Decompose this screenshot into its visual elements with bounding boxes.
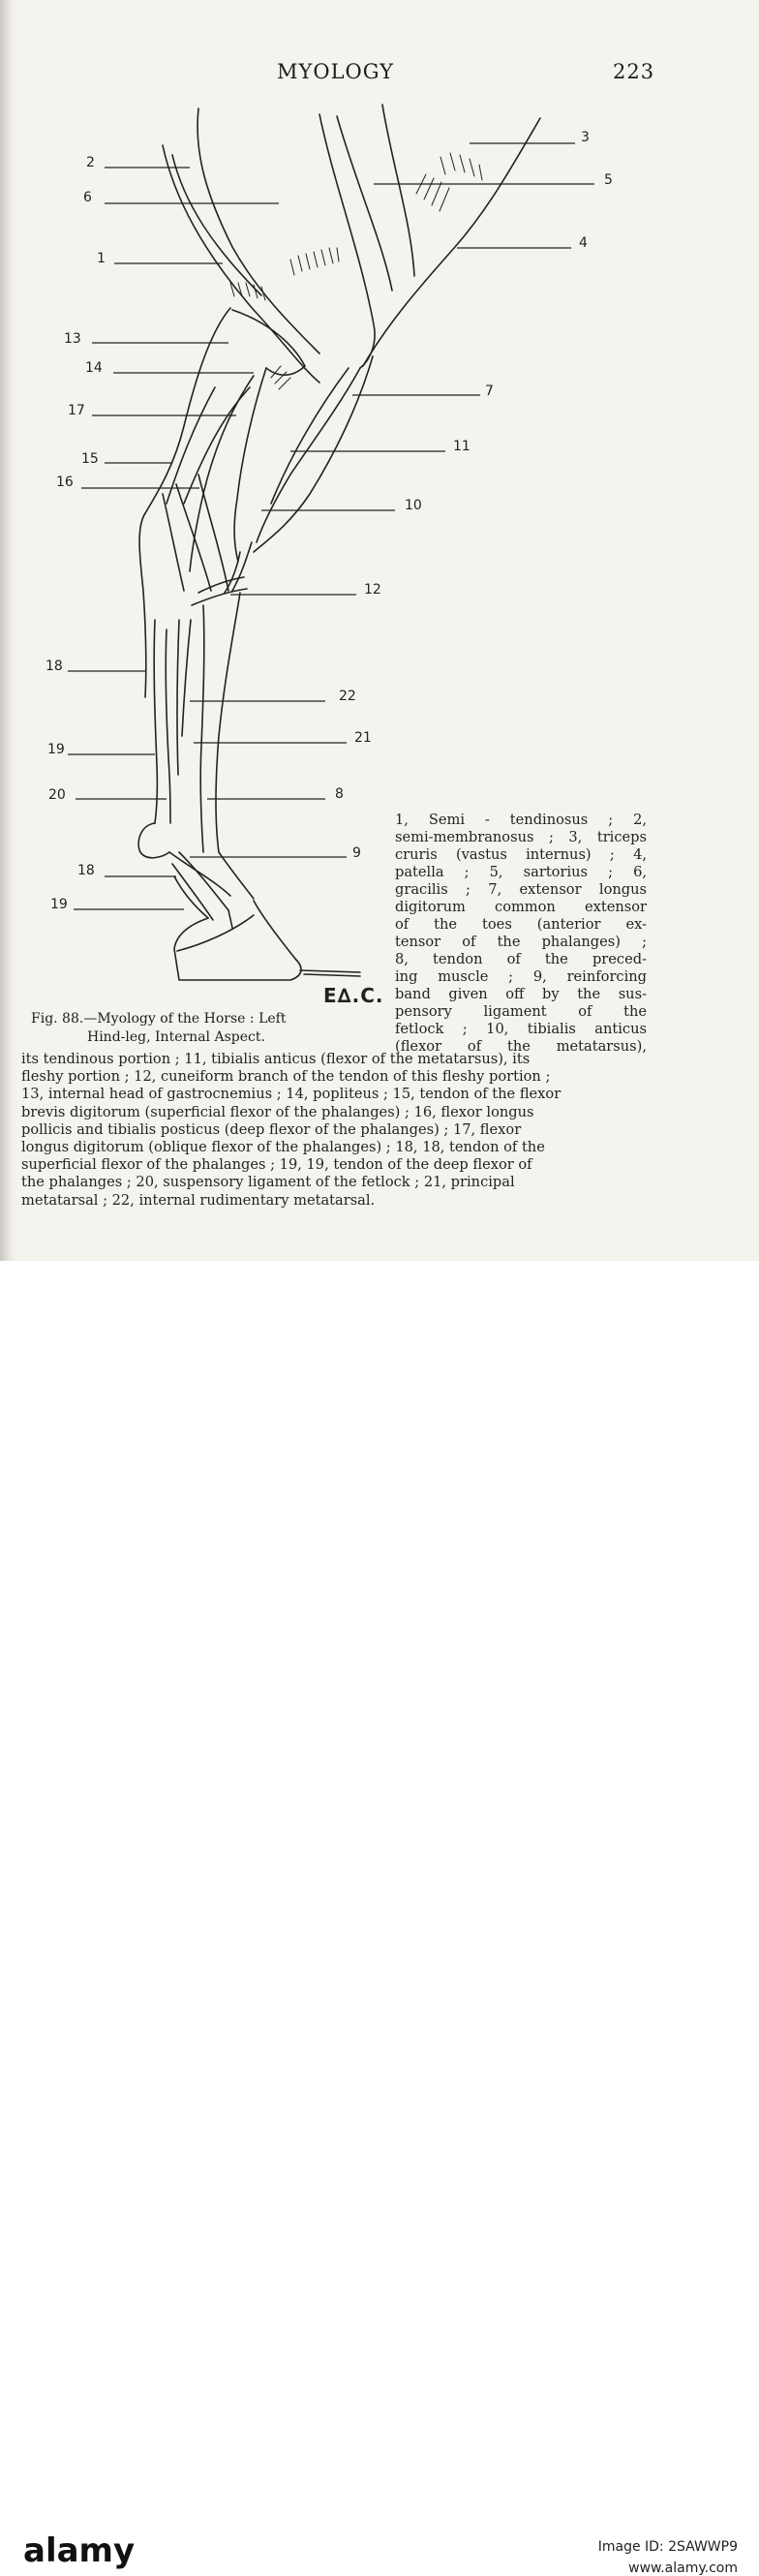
stock-site-link[interactable]: www.alamy.com	[628, 2561, 738, 2576]
legend-line: of the toes (anterior ex-	[395, 916, 647, 933]
semimembranosus-strip	[162, 144, 320, 383]
figure-label: 4	[579, 235, 588, 251]
legend-line: superficial flexor of the phalanges ; 19…	[21, 1156, 532, 1174]
legend-line: (flexor of the metatarsus),	[395, 1038, 647, 1055]
gastrocnemius-outline	[144, 307, 231, 514]
figure-label: 19	[50, 897, 68, 912]
figure-label: 10	[405, 498, 422, 513]
legend-line: patella ; 5, sartorius ; 6,	[395, 864, 647, 880]
front-thigh-outline	[362, 117, 541, 367]
flexor-tendon-rear	[153, 619, 159, 824]
caption-line: Hind-leg, Internal Aspect.	[87, 1029, 265, 1045]
figure-label: 2	[86, 155, 95, 170]
figure-label: 17	[68, 403, 85, 418]
page-gutter-shadow	[0, 0, 15, 1261]
tibialis-anticus-outline	[256, 367, 361, 543]
caption-line: Fig. 88.—Myology of the Horse : Left	[31, 1011, 287, 1027]
hock-point-outline	[138, 512, 147, 698]
figure-label: 3	[581, 130, 590, 145]
legend-line: ing muscle ; 9, reinforcing	[395, 968, 647, 985]
sartorius-outline	[381, 104, 415, 277]
running-header-title: MYOLOGY	[277, 60, 395, 83]
legend-line: pensory ligament of the	[395, 1003, 647, 1020]
legend-line: brevis digitorum (superficial flexor of …	[21, 1103, 534, 1120]
figure-label: 21	[354, 730, 372, 746]
legend-line: digitorum common extensor	[395, 899, 647, 915]
figure-label: 12	[364, 582, 381, 598]
legend-line: gracilis ; 7, extensor longus	[395, 881, 647, 898]
figure-caption: Fig. 88.—Myology of the Horse : Left Hin…	[31, 1010, 389, 1047]
legend-line: semi-membranosus ; 3, triceps	[395, 829, 647, 845]
figure-label: 9	[352, 845, 361, 861]
figure-label: 20	[48, 787, 66, 803]
legend-line: 1, Semi - tendinosus ; 2,	[395, 812, 647, 828]
figure-legend-body: its tendinous portion ; 11, tibialis ant…	[21, 1051, 641, 1210]
figure-label: 16	[56, 475, 74, 490]
legend-line: 8, tendon of the preced-	[395, 951, 647, 967]
legend-line: the phalanges ; 20, suspensory ligament …	[21, 1174, 515, 1191]
coronet-band	[176, 914, 255, 952]
page-number: 223	[613, 60, 655, 83]
thigh-rear-outline	[197, 107, 320, 354]
figure-label: 14	[85, 360, 103, 376]
legend-line: tensor of the phalanges) ;	[395, 934, 647, 950]
figure-label: 18	[46, 659, 63, 674]
figure-label: 15	[81, 451, 99, 467]
horse-hind-leg-illustration	[68, 104, 594, 981]
book-page: MYOLOGY 223	[0, 0, 759, 1261]
legend-line: metatarsal ; 22, internal rudimentary me…	[21, 1191, 376, 1209]
artist-signature: E∆.C.	[323, 984, 384, 1007]
image-id-text: Image ID: 2SAWWP9	[597, 2539, 738, 2555]
cuneiform-branch	[197, 576, 245, 594]
legend-line: fetlock ; 10, tibialis anticus	[395, 1021, 647, 1037]
legend-line: 13, internal head of gastrocnemius ; 14,…	[21, 1086, 562, 1103]
legend-line: its tendinous portion ; 11, tibialis ant…	[21, 1051, 531, 1067]
hoof-outline	[173, 900, 302, 981]
figure-label: 7	[485, 383, 494, 399]
fetlock-outline	[137, 822, 170, 859]
alamy-logo: alamy	[23, 2531, 136, 2570]
stock-banner: alamy Image ID: 2SAWWP9 www.alamy.com	[0, 1261, 759, 2576]
figure-label: 6	[83, 190, 92, 205]
cannon-front-outline	[215, 592, 241, 853]
legend-line: pollicis and tibialis posticus (deep fle…	[21, 1120, 522, 1138]
figure-label: 18	[77, 863, 95, 878]
figure-label: 1	[97, 251, 106, 266]
figure-label: 5	[604, 172, 613, 188]
figure-label: 8	[335, 786, 344, 802]
figure-label: 11	[453, 439, 471, 454]
figure-label: 22	[339, 689, 356, 704]
legend-line: longus digitorum (oblique flexor of the …	[21, 1139, 545, 1156]
figure-label: 13	[64, 331, 81, 347]
legend-line: band given off by the sus-	[395, 986, 647, 1002]
legend-line: cruris (vastus internus) ; 4,	[395, 846, 647, 863]
figure-legend-intro: 1, Semi - tendinosus ; 2, semi-membranos…	[395, 812, 647, 1056]
figure-label: 19	[47, 742, 65, 757]
legend-line: fleshy portion ; 12, cuneiform branch of…	[21, 1068, 551, 1086]
gracilis-outline	[319, 113, 376, 369]
